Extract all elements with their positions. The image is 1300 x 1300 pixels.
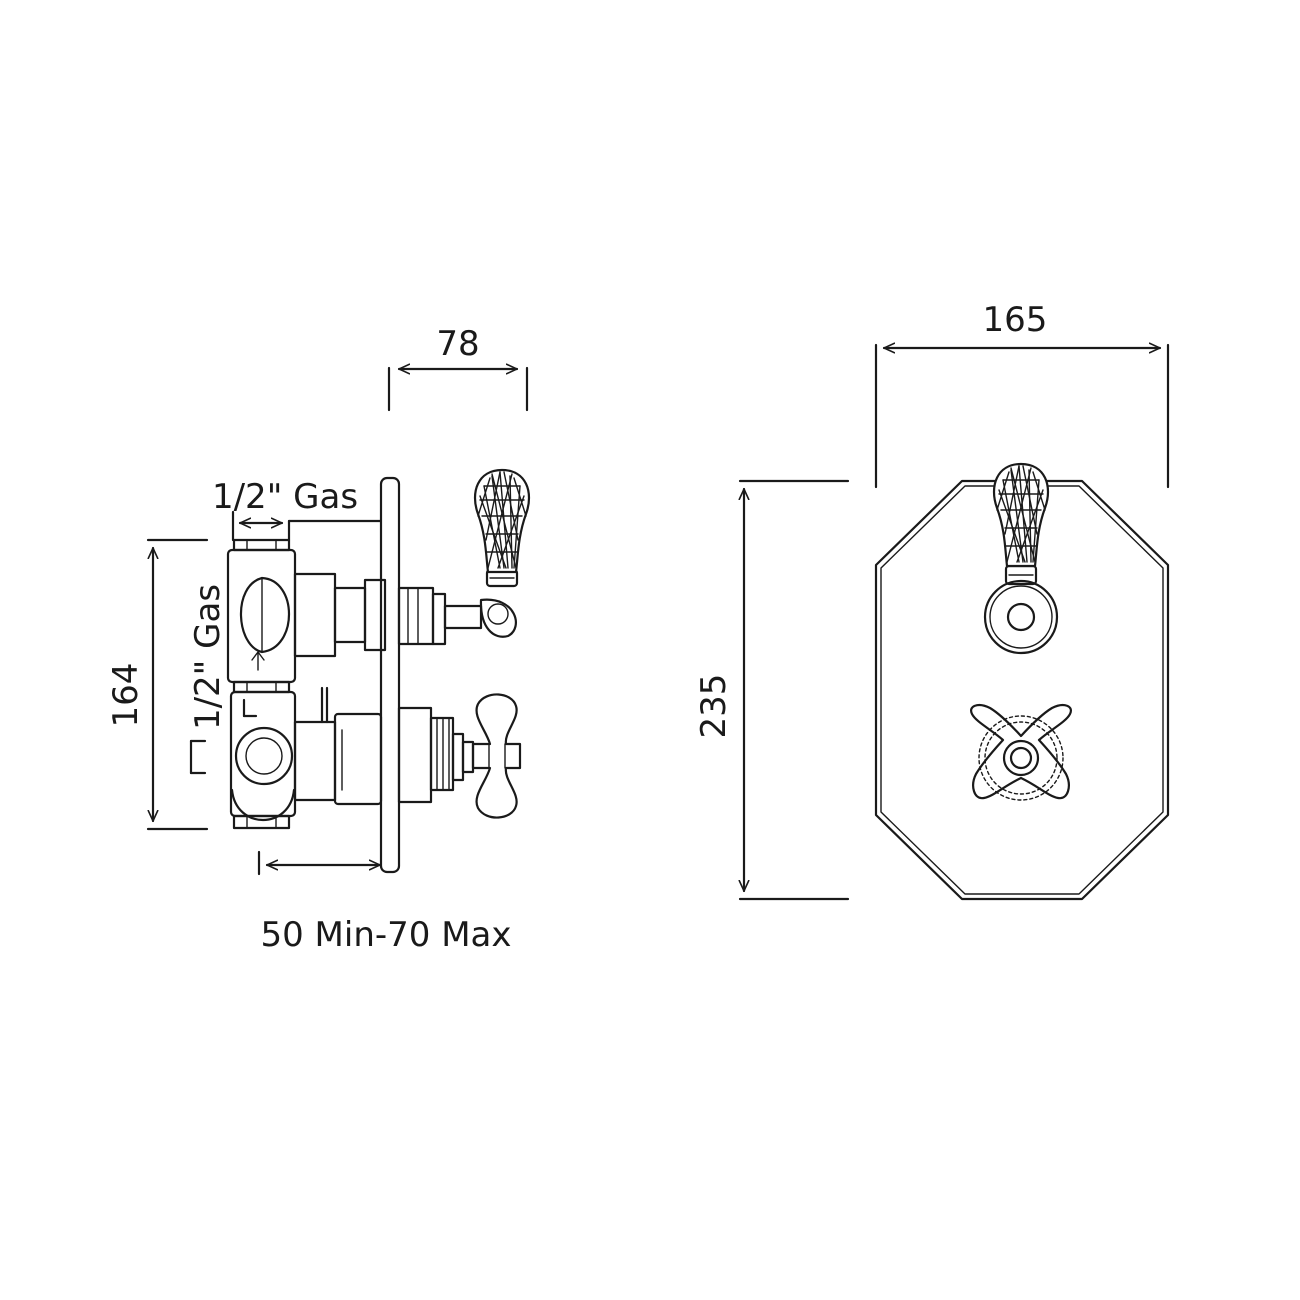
dim-235: 235	[694, 479, 850, 901]
side-view: 78 1/2" Gas 1/2" Gas 164	[106, 324, 531, 955]
dim-164: 164	[106, 538, 209, 831]
dim-78: 78	[387, 324, 529, 412]
dim-165: 165	[874, 300, 1170, 489]
thermostat-handle-side	[397, 693, 522, 819]
dim-164-label: 164	[106, 663, 146, 728]
diverter-handle-side	[397, 468, 531, 646]
dim-wall-depth: 50 Min-70 Max	[257, 850, 512, 955]
dim-78-label: 78	[436, 324, 479, 364]
front-view: 165 235	[694, 300, 1170, 901]
dim-165-label: 165	[983, 300, 1048, 340]
wall-plate-side	[379, 476, 401, 874]
inlet-side-label: 1/2" Gas	[188, 584, 228, 730]
thermostat-handle-front	[970, 704, 1072, 801]
wall-depth-label: 50 Min-70 Max	[260, 915, 511, 955]
valve-body	[226, 538, 387, 830]
inlet-side-bracket	[189, 739, 207, 775]
dim-235-label: 235	[694, 674, 734, 739]
dim-inlet-top: 1/2" Gas	[212, 477, 382, 542]
faceplate-front	[874, 479, 1170, 901]
diverter-handle-front	[983, 462, 1059, 655]
inlet-top-label: 1/2" Gas	[212, 477, 358, 517]
